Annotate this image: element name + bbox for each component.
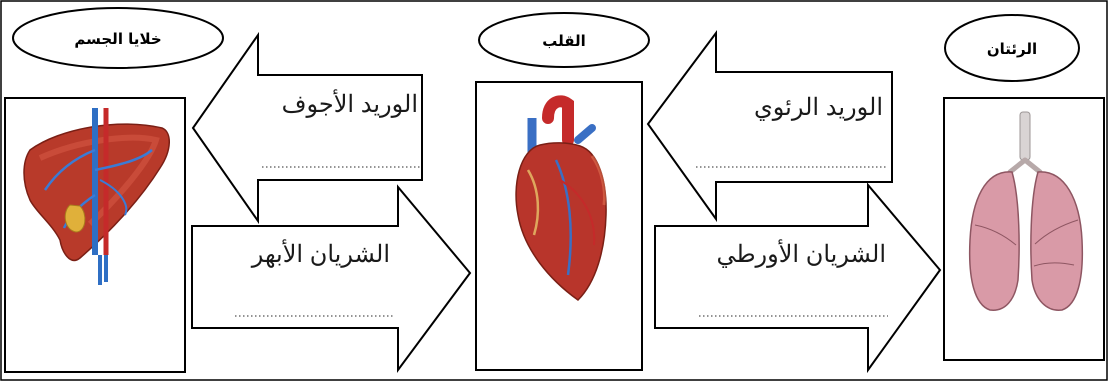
arrow-vena-cava: الوريد الأجوف	[193, 35, 422, 221]
arrow-pulmonary-vein: الوريد الرئوي	[648, 33, 892, 219]
oval-lungs: الرئتان	[945, 15, 1079, 81]
arrow-aorta-from-lungs: الشريان الأورطي	[655, 185, 940, 370]
arrow-aorta-to-cells: الشريان الأبهر	[192, 187, 470, 370]
arrow-pulmonary-vein-label: الوريد الرئوي	[754, 94, 883, 121]
arrow-aorta-to-cells-label: الشريان الأبهر	[251, 238, 390, 268]
oval-body-cells-label: خلايا الجسم	[74, 30, 161, 48]
oval-heart: القلب	[479, 13, 649, 67]
oval-heart-label: القلب	[542, 32, 586, 50]
oval-body-cells: خلايا الجسم	[13, 8, 223, 68]
arrow-aorta-from-lungs-label: الشريان الأورطي	[716, 238, 886, 268]
arrow-vena-cava-label: الوريد الأجوف	[282, 88, 418, 118]
oval-lungs-label: الرئتان	[987, 40, 1037, 58]
